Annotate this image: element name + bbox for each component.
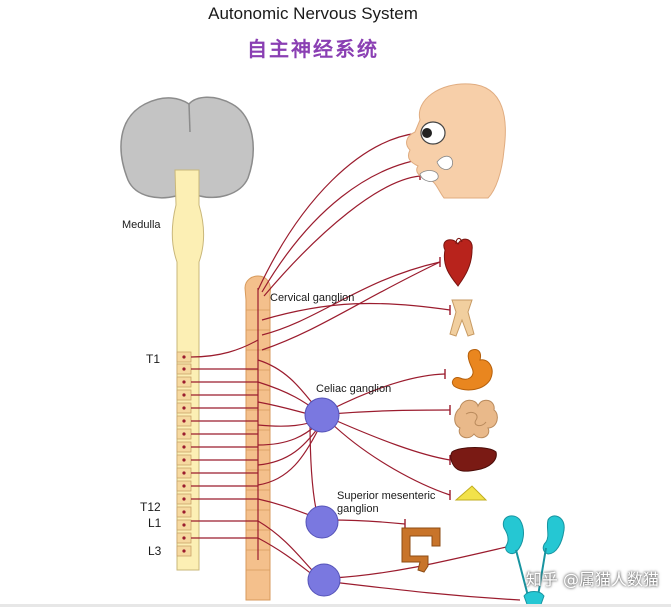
label-superior-mesenteric-ganglion: ganglion bbox=[337, 503, 379, 515]
celiac-ganglion-node bbox=[304, 397, 340, 433]
kidney-icon bbox=[502, 515, 565, 608]
nerve-fibers bbox=[190, 132, 521, 601]
superior-mesenteric-ganglion-node bbox=[305, 505, 339, 539]
face-icon bbox=[406, 83, 506, 199]
label-l3: L3 bbox=[148, 544, 162, 558]
label-cervical-ganglion: Cervical ganglion bbox=[270, 292, 355, 304]
heart-icon bbox=[443, 237, 473, 287]
bottom-edge-bar bbox=[0, 604, 671, 607]
stomach-icon bbox=[451, 349, 493, 391]
label-medulla: Medulla bbox=[122, 219, 161, 231]
title: Autonomic Nervous System bbox=[208, 4, 418, 23]
label-t12: T12 bbox=[140, 500, 161, 514]
label-superior-mesenteric: Superior mesenteric bbox=[337, 490, 436, 502]
subtitle: 自主神经系统 bbox=[247, 37, 379, 61]
intestine-icon bbox=[454, 399, 498, 439]
inferior-mesenteric-ganglion-node bbox=[307, 563, 341, 597]
label-t1: T1 bbox=[146, 352, 161, 366]
label-l1: L1 bbox=[148, 516, 162, 530]
colon-icon bbox=[401, 527, 441, 573]
fiber-arrows bbox=[182, 355, 186, 553]
pancreas-icon bbox=[454, 485, 488, 501]
label-celiac-ganglion: Celiac ganglion bbox=[316, 383, 392, 395]
liver-icon bbox=[450, 447, 497, 472]
trachea-icon bbox=[449, 299, 475, 337]
watermark: 知乎 @属猫人数猫 bbox=[525, 570, 659, 589]
